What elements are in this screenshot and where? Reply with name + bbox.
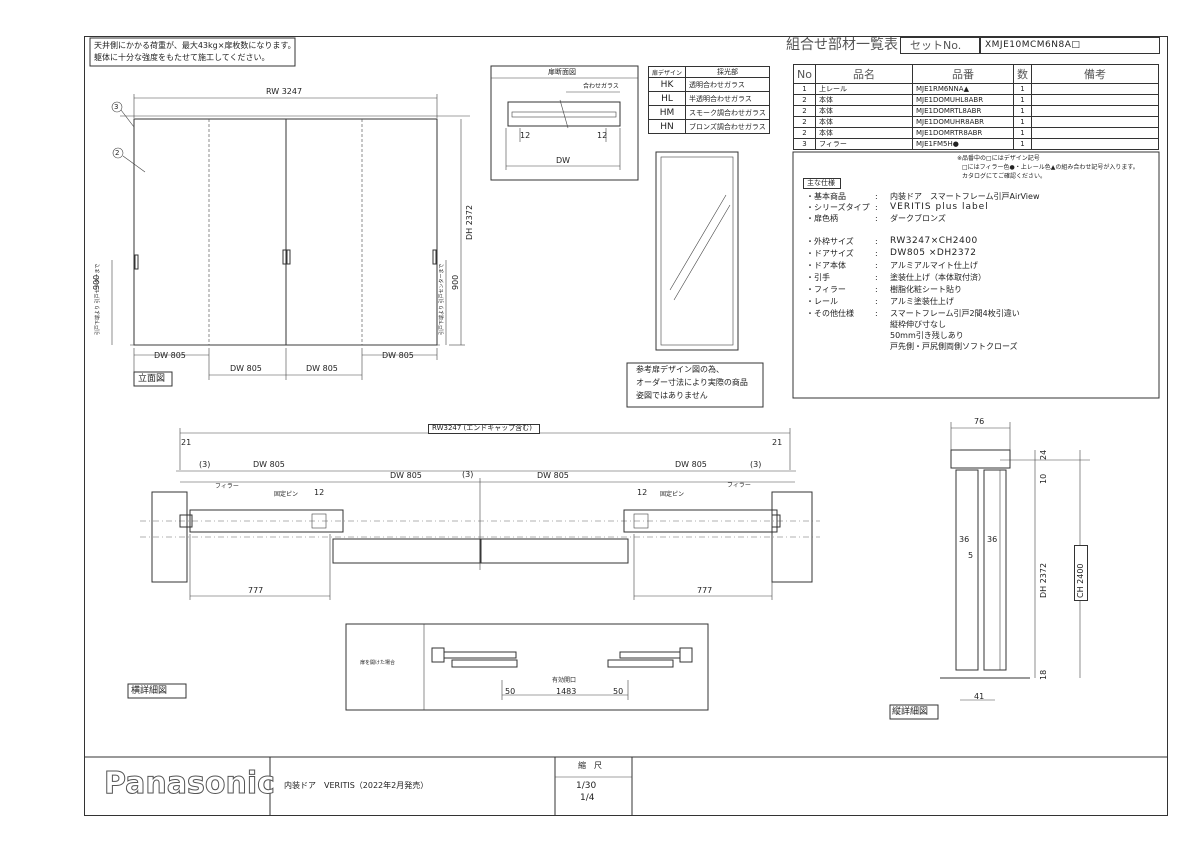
col-code: 品番: [911, 64, 1014, 84]
vertical-41: 41: [974, 692, 985, 701]
vertical-76: 76: [974, 417, 985, 426]
col-qty: 数: [1012, 64, 1032, 84]
elevation-dh: DH 2372: [465, 204, 474, 240]
elevation-label: 立面図: [138, 374, 166, 384]
vertical-5: 5: [968, 551, 974, 560]
door-elevation: [655, 151, 739, 351]
brand-logo: Panasonic: [104, 766, 276, 802]
plan-777-right: 777: [697, 586, 713, 595]
scale-2: 1/4: [580, 793, 595, 803]
opening-value: 1483: [556, 687, 577, 696]
plan-777-left: 777: [248, 586, 264, 595]
product-name: 内装ドア VERITIS（2022年2月発売）: [284, 781, 429, 790]
dim-12-right: 12: [597, 131, 608, 140]
set-label: セットNo.: [910, 39, 962, 52]
plan-dw-d: DW 805: [675, 460, 707, 469]
plan-mark-3a: (3): [199, 460, 211, 469]
plan-mark-3b: (3): [462, 470, 474, 479]
plan-21-right: 21: [772, 438, 783, 447]
set-number: XMJE10MCM6N8A□: [985, 40, 1081, 50]
reference-note-2: オーダー寸法により実際の商品: [636, 378, 748, 387]
col-no: No: [793, 64, 816, 84]
plan-dw-a: DW 805: [253, 460, 285, 469]
specs-heading-box: [803, 178, 841, 189]
marker-3: 3: [114, 103, 119, 111]
elevation-rw: RW 3247: [266, 87, 303, 96]
plan-rw: RW3247 (エンドキャップ含む): [432, 424, 533, 432]
filler-right-label: フィラー: [727, 482, 751, 489]
open-label: 扉を開けた場合: [360, 660, 396, 666]
plan-dw-b: DW 805: [390, 471, 422, 480]
vertical-24: 24: [1039, 449, 1048, 460]
vertical-18: 18: [1039, 669, 1048, 680]
vertical-36b: 36: [987, 535, 998, 544]
notice-box: [89, 37, 296, 67]
col-note: 備考: [1030, 64, 1160, 84]
elevation-dw-1: DW 805: [154, 351, 186, 360]
vertical-label: 縦詳細図: [892, 707, 929, 717]
vertical-10: 10: [1039, 473, 1048, 484]
vertical-ch-box: [1074, 545, 1088, 601]
set-label-box: [900, 37, 980, 54]
parts-list-title: 組合せ部材一覧表: [786, 37, 898, 53]
plan-mark-3c: (3): [750, 460, 762, 469]
elevation-side-left: 引戸下端より 引戸センターまで: [95, 263, 101, 336]
footnote-2: □にはフィラー色●・上レール色▲の組み合わせ記号が入ります。: [962, 164, 1139, 171]
plan-label: 横詳細図: [131, 686, 168, 696]
vertical-36a: 36: [959, 535, 970, 544]
open-50-left: 50: [505, 687, 516, 696]
plan-dw-c: DW 805: [537, 471, 569, 480]
elevation-900-right: 900: [451, 274, 460, 290]
specs-heading: 主な仕様: [807, 179, 835, 187]
col-name: 品名: [814, 64, 913, 84]
set-number-box: [980, 37, 1160, 54]
filler-left-label: フィラー: [215, 483, 239, 490]
footnote-3: カタログにてご確認ください。: [962, 173, 1047, 180]
vertical-dh: DH 2372: [1039, 562, 1048, 598]
section-title: 扉断面図: [548, 68, 576, 76]
footnote-1: ※品番中の□にはデザイン記号: [957, 155, 1040, 162]
scale-label: 縮 尺: [578, 761, 602, 770]
open-50-right: 50: [613, 687, 624, 696]
scale-1: 1/30: [576, 781, 597, 791]
elevation-dw-2: DW 805: [230, 364, 262, 373]
opening-label: 有効開口: [552, 677, 577, 684]
reference-note-1: 参考扉デザイン図の為、: [636, 365, 724, 374]
glass-label: 合わせガラス: [583, 83, 619, 90]
plan-12-left: 12: [314, 488, 325, 497]
notice-line2: 躯体に十分な強度をもたせて施工してください。: [94, 53, 270, 62]
elevation-side-right: 引戸下端より 引戸センターまで: [439, 263, 445, 336]
dim-dw: DW: [556, 156, 571, 165]
pin-left-label: 固定ピン: [274, 491, 299, 498]
elevation-dw-4: DW 805: [382, 351, 414, 360]
drawing-frame: [84, 36, 1168, 816]
notice-line1: 天井側にかかる荷重が、最大43kg×扉枚数になります。: [94, 41, 296, 50]
pin-right-label: 固定ピン: [660, 491, 685, 498]
vertical-ch: CH 2400: [1076, 563, 1085, 598]
dim-12-left: 12: [520, 131, 531, 140]
plan-12-right: 12: [637, 488, 648, 497]
marker-2: 2: [115, 149, 120, 157]
reference-note-3: 姿図ではありません: [636, 391, 708, 400]
plan-rw-box: [428, 424, 540, 434]
plan-21-left: 21: [181, 438, 192, 447]
elevation-dw-3: DW 805: [306, 364, 338, 373]
top-rail: [950, 449, 1011, 469]
